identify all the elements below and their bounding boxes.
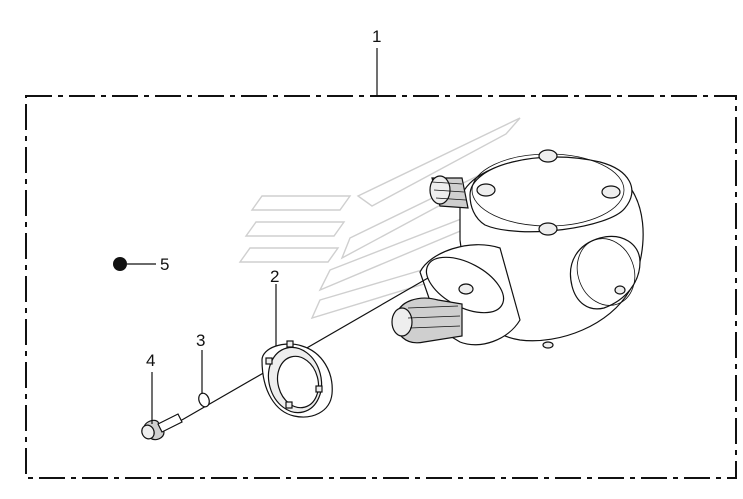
bolt-head bbox=[476, 183, 496, 197]
gearbox bbox=[391, 149, 644, 349]
callout-4: 4 bbox=[146, 351, 155, 370]
bolt-head bbox=[538, 222, 558, 236]
assembly-boundary bbox=[25, 95, 737, 479]
flange-ring bbox=[261, 340, 333, 418]
callout-2: 2 bbox=[270, 267, 279, 286]
bolt bbox=[141, 413, 183, 441]
bolt-head bbox=[601, 185, 621, 199]
callout-5: 5 bbox=[160, 255, 169, 274]
bolt-head bbox=[538, 149, 558, 163]
callout-3: 3 bbox=[196, 331, 205, 350]
washer bbox=[198, 392, 210, 408]
item-5-dot bbox=[113, 257, 127, 271]
callout-1: 1 bbox=[372, 27, 381, 46]
